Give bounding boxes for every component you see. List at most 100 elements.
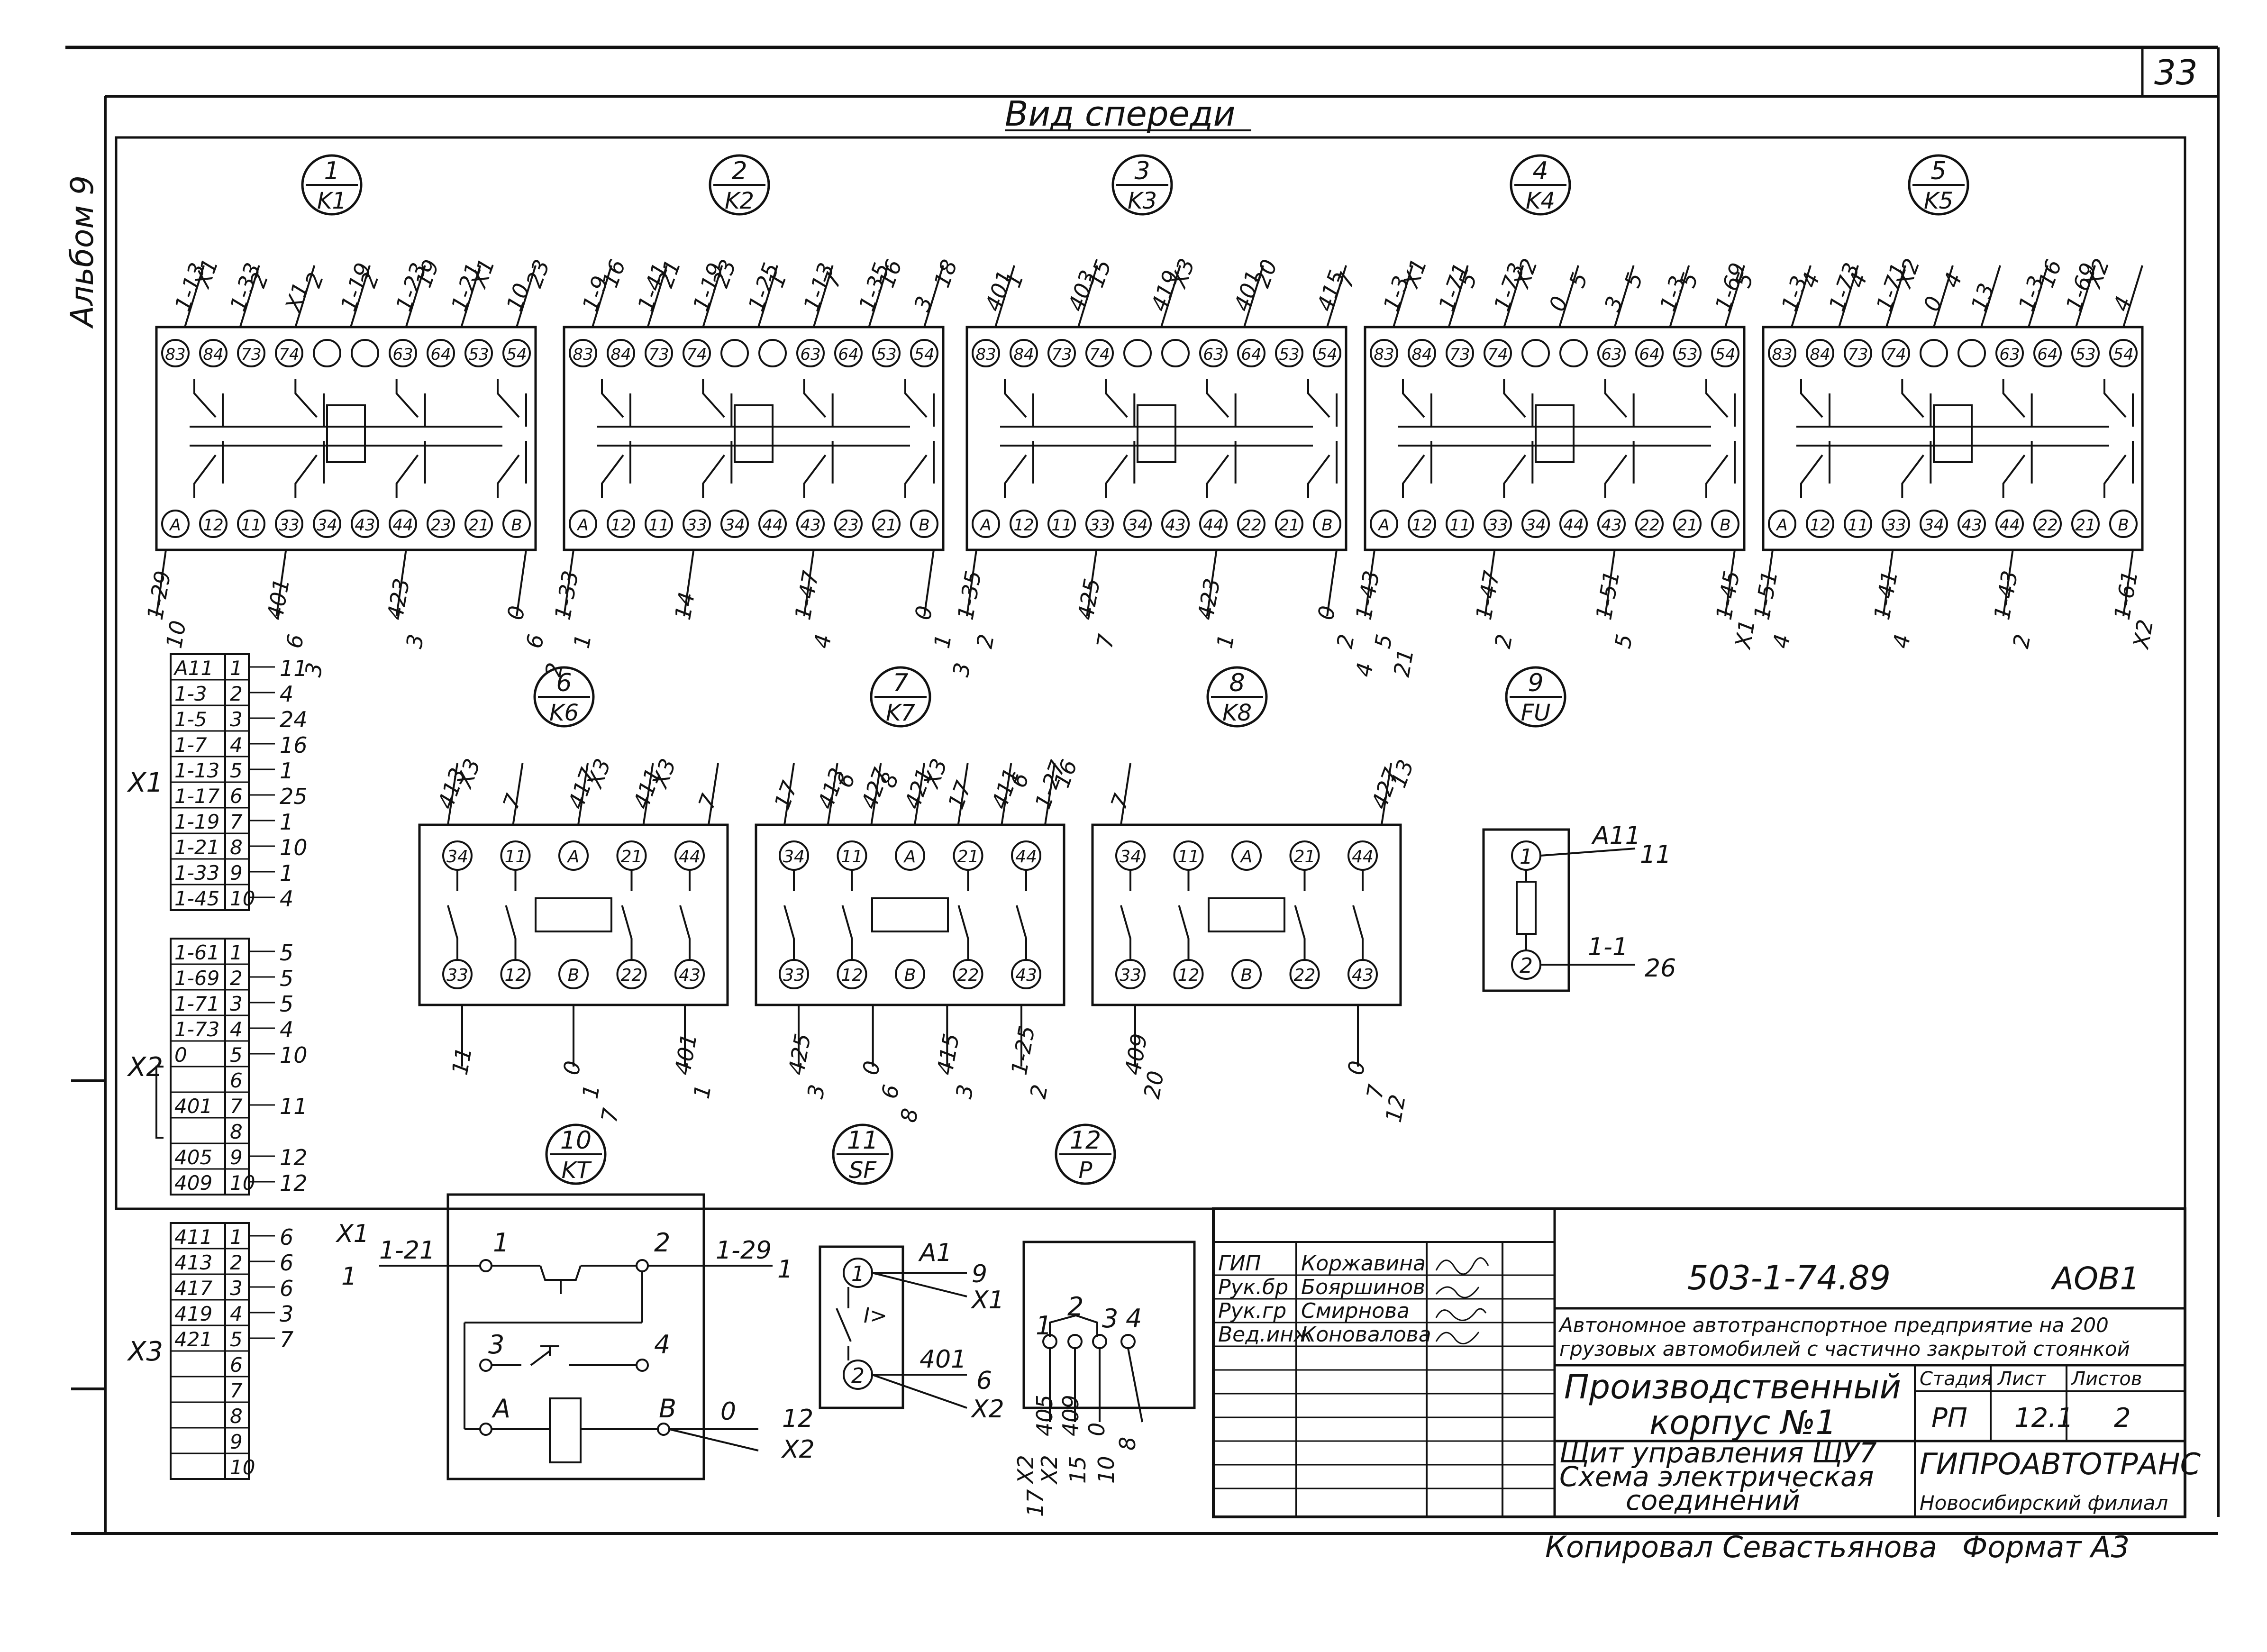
wire-label: 1-25 (1006, 1024, 1040, 1077)
relay-upper-contact (803, 379, 834, 427)
badge-number: 2 (731, 157, 747, 185)
relay-bottom-terminal (834, 510, 863, 538)
relay-coil (1208, 897, 1285, 932)
wire-label: 427 (856, 765, 894, 812)
wire-stub (1484, 549, 1496, 617)
p-label-4: 4 (1126, 1304, 1142, 1333)
relay-contact (1294, 870, 1306, 960)
tb-wire: 413 (174, 1251, 212, 1274)
relay-bottom-terminal (895, 959, 925, 989)
terminal-label: 12 (203, 516, 223, 535)
wire-label: 1-41 (1869, 569, 1903, 622)
p-wire-17: 17 (1022, 1489, 1048, 1517)
terminal-label: 34 (1525, 516, 1546, 535)
badge-number: 9 (1528, 669, 1543, 697)
wire-stub (2002, 549, 2014, 617)
view-title: Вид спереди (1005, 94, 1235, 134)
relay-case (1762, 326, 2144, 551)
wire-label: 1-33 (550, 569, 583, 622)
tb-terminal-num: 4 (230, 733, 243, 757)
tb-role-2: Рук.гр (1218, 1299, 1286, 1323)
wire-label: 401 (670, 1031, 702, 1077)
wire-stub (2028, 265, 2048, 328)
fu-wire-a11: A11 (1591, 821, 1641, 850)
device-badge: 3K3 (1111, 154, 1173, 216)
tb-terminal-num: 4 (230, 1302, 243, 1325)
terminal-label: A (903, 847, 916, 867)
relay-upper-contact (1503, 379, 1534, 427)
terminal-label: 12 (1013, 516, 1034, 535)
sf-wire-6: 6 (976, 1367, 992, 1395)
relay-bottom-terminal (1370, 510, 1398, 538)
relay-bus (190, 426, 502, 447)
wire-stub (1001, 763, 1012, 825)
relay-upper-contact (1206, 379, 1237, 427)
relay-contact (1178, 870, 1190, 960)
badge-circle (533, 666, 595, 728)
tb-sheets-hdr: Листов (2070, 1368, 2142, 1390)
terminal-label: A (1240, 847, 1253, 867)
relay-bottom-terminal (1199, 510, 1228, 538)
relay-top-terminal (237, 339, 265, 367)
terminal-label: 34 (783, 847, 805, 867)
terminal-label: 83 (165, 345, 185, 364)
wire-stub (350, 265, 371, 328)
relay-top-terminal (1010, 339, 1038, 367)
relay-bottom-terminal (1408, 510, 1436, 538)
wire-label: 6 (521, 632, 549, 650)
relay-case (1091, 823, 1402, 1006)
relay-contact (447, 870, 458, 960)
badge-number: 4 (1532, 157, 1548, 185)
relay-bottom-terminal (1882, 510, 1910, 538)
relay-top-terminal (569, 339, 597, 367)
terminal-label: 34 (446, 847, 468, 867)
album-label: Альбом 9 (64, 175, 100, 329)
terminal-label: 44 (1203, 516, 1223, 535)
wire-label: 2 (1490, 632, 1517, 650)
tb-name: X1 (127, 767, 163, 798)
relay-top-terminal (1123, 339, 1152, 367)
terminal-label: 63 (392, 345, 413, 364)
wire-stub (460, 265, 482, 328)
relay-coil (871, 897, 949, 932)
tb-wire: 1-71 (174, 992, 219, 1015)
terminal-label: 84 (1810, 345, 1830, 364)
tb-name-2: Смирнова (1301, 1299, 1410, 1323)
terminal-label: 11 (505, 847, 527, 867)
terminal-label: 22 (957, 966, 979, 985)
tb-building-1: Производственный (1564, 1368, 1901, 1406)
device-badge: 6K6 (533, 666, 595, 728)
terminal-label: 53 (2075, 345, 2095, 364)
tb-project-1: Автономное автотранспортное предприятие … (1558, 1314, 2109, 1337)
tb-terminal-num: 8 (230, 1120, 243, 1143)
wire-label: 1-61 (2109, 569, 2143, 622)
relay-top-terminal (683, 339, 711, 367)
wire-stub (563, 549, 574, 617)
tb-wire: 417 (174, 1277, 212, 1300)
wire-stub (803, 549, 815, 617)
relay-contact (957, 870, 969, 960)
terminal-label: 21 (1279, 516, 1299, 535)
relay-top-terminal (1370, 339, 1398, 367)
terminal-label: 54 (1715, 345, 1735, 364)
wire-stub (1503, 265, 1524, 328)
relay-case (155, 326, 537, 551)
tb-wire: 1-13 (174, 759, 219, 782)
tb-out-label: 6 (280, 1224, 293, 1250)
relay-lower-contact (1503, 441, 1534, 498)
wire-stub (294, 265, 316, 328)
wire-label: 0 (558, 1059, 586, 1077)
terminal-label: 54 (506, 345, 527, 364)
relay-case (755, 823, 1065, 1006)
terminal-label: 73 (1051, 345, 1072, 364)
wire-label: 1-35 (953, 569, 986, 622)
badge-code: K1 (317, 188, 346, 214)
terminal-label: 43 (1601, 516, 1621, 535)
relay-top-terminal (2109, 339, 2138, 367)
relay-top-terminal (1957, 339, 1986, 367)
relay-coil (1535, 404, 1575, 463)
